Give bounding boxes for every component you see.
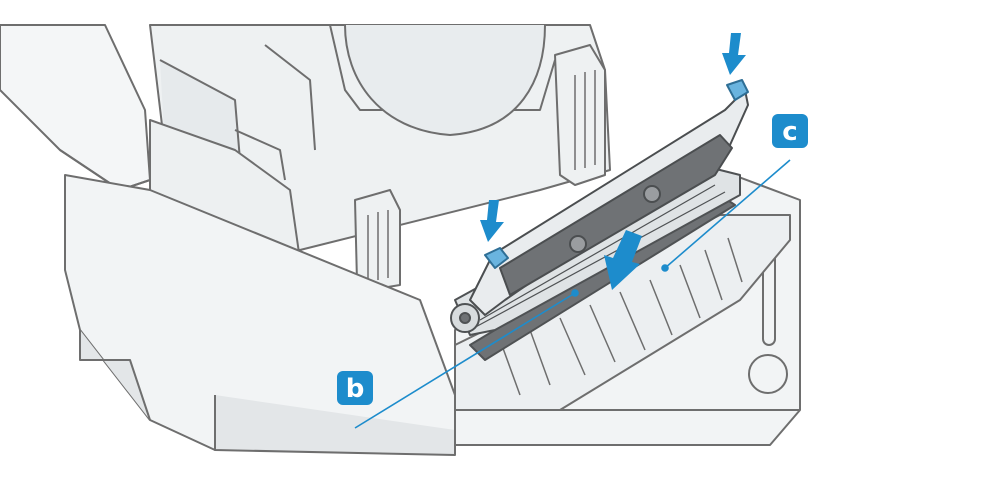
arrow-down-icon <box>480 200 504 242</box>
callout-c-label: c <box>782 117 797 147</box>
arrow-down-icon <box>722 33 746 75</box>
head-unit-plate <box>499 134 733 296</box>
printer-interior <box>0 24 611 291</box>
open-lid <box>0 24 151 191</box>
leader-lines <box>354 159 791 429</box>
leader-line-c <box>664 159 791 269</box>
plate-screw-1 <box>569 235 587 253</box>
right-guide-post <box>554 44 606 186</box>
plate-screw-2 <box>643 185 661 203</box>
callout-c-badge <box>772 114 808 148</box>
callout-b-badge <box>337 371 373 405</box>
callout-c: c <box>772 114 808 148</box>
callout-b: b <box>337 371 373 405</box>
leader-line-b <box>354 292 576 429</box>
base-foot-left <box>79 330 151 421</box>
paper-exit-ridges <box>454 214 791 411</box>
leader-dot-c <box>661 264 669 272</box>
arrow-down-icon <box>604 230 642 290</box>
head-tab-left <box>484 247 509 269</box>
head-unit <box>469 79 749 316</box>
arrows <box>480 33 746 290</box>
leader-dot-b <box>571 289 579 297</box>
power-button <box>748 354 788 394</box>
head-tab-right <box>726 79 749 101</box>
callout-b-label: b <box>346 374 365 404</box>
